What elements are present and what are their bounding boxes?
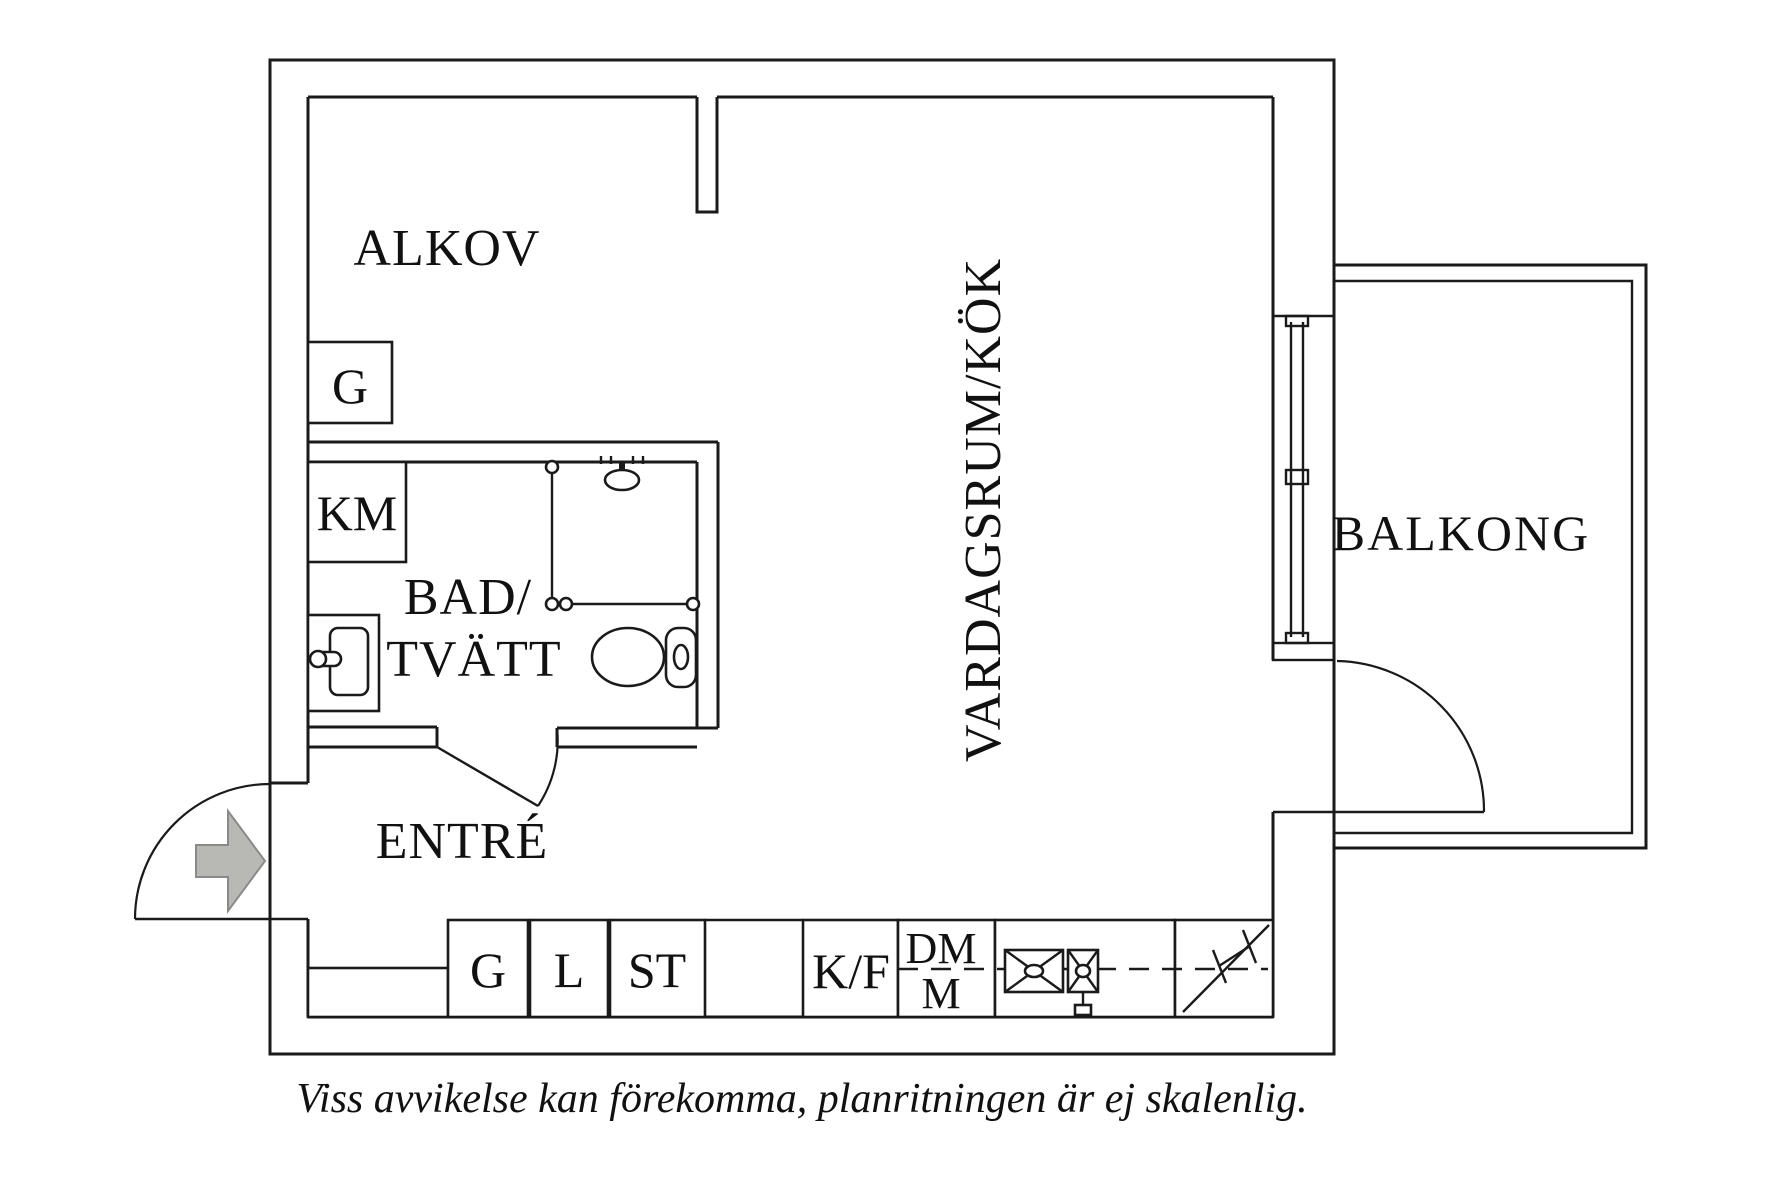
room-label-vardagsrum-kok: VARDAGSRUM/KÖK xyxy=(955,258,1012,762)
stove-icon xyxy=(1182,924,1270,1013)
outer-walls xyxy=(268,58,1336,1056)
room-label-alkov: ALKOV xyxy=(354,220,541,277)
room-label-balkong: BALKONG xyxy=(1332,505,1590,561)
hall-bench xyxy=(306,966,450,1019)
bathroom-walls xyxy=(308,440,720,749)
washing-machine-box xyxy=(306,460,408,564)
closet-row xyxy=(446,918,803,1019)
room-label-entre: ENTRÉ xyxy=(376,812,549,870)
unit-label-closet-l: L xyxy=(554,942,585,998)
bathroom-sink-icon xyxy=(306,613,381,713)
unit-label-fridge-freezer: K/F xyxy=(812,943,890,999)
labels: ALKOV G KM BAD/ TVÄTT ENTRÉ VARDAGSRUM/K… xyxy=(296,220,1590,1122)
room-label-bad: BAD/ xyxy=(404,569,532,626)
bathroom-door-icon xyxy=(436,727,559,808)
alkov-wardrobe-box xyxy=(306,340,394,425)
unit-label-wardrobe-alkov: G xyxy=(332,358,368,414)
alkov-partition-wall xyxy=(695,97,719,214)
shower-icon xyxy=(544,456,701,612)
unit-label-microwave: M xyxy=(921,969,960,1018)
balcony-walls xyxy=(1334,263,1648,850)
toilet-icon xyxy=(590,626,698,689)
entrance-arrow-icon xyxy=(195,807,267,915)
entrance-door-icon xyxy=(133,782,308,921)
balcony-window-icon xyxy=(1271,314,1336,662)
unit-label-washing-machine: KM xyxy=(317,485,398,541)
kitchen-sink-icon xyxy=(1003,948,1065,994)
unit-label-dishwasher: DM xyxy=(906,924,977,973)
unit-label-closet-g: G xyxy=(470,942,506,998)
room-label-tvatt: TVÄTT xyxy=(386,631,561,688)
unit-label-closet-st: ST xyxy=(628,942,686,998)
disclaimer-caption: Viss avvikelse kan förekomma, planritnin… xyxy=(296,1076,1307,1122)
balcony-door-icon xyxy=(1273,659,1486,814)
kitchen-faucet-icon xyxy=(1066,948,1100,1017)
